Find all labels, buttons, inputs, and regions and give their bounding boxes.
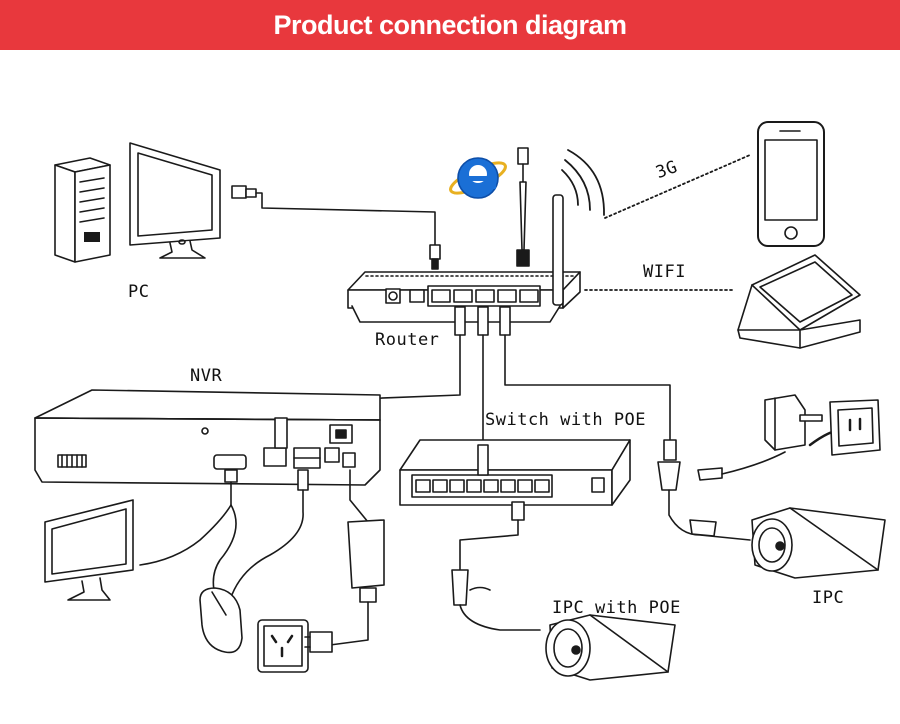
pc-label: PC	[128, 282, 150, 302]
computer-tower-icon	[54, 157, 111, 263]
laptop-icon	[737, 254, 861, 349]
ipc-poe-label: IPC with POE	[552, 598, 681, 618]
switch-label: Switch with POE	[485, 410, 647, 430]
nvr-label: NVR	[190, 366, 223, 386]
monitor-icon	[129, 142, 221, 259]
internet-explorer-icon	[449, 157, 507, 199]
header-banner	[0, 0, 900, 50]
router-label: Router	[375, 330, 440, 350]
smartphone-icon	[757, 121, 825, 247]
camera-icon	[751, 507, 886, 579]
page-title: Product connection diagram	[273, 10, 627, 40]
camera-icon	[545, 614, 676, 681]
power-outlet-icon	[829, 399, 881, 456]
monitor-icon	[44, 499, 134, 601]
power-outlet-icon	[257, 619, 309, 673]
poe-switch-device	[399, 439, 631, 506]
connection-diagram	[34, 121, 886, 681]
nvr-device	[34, 389, 381, 486]
ipc-label: IPC	[812, 588, 845, 608]
mouse-icon	[199, 587, 243, 654]
router-device	[347, 194, 581, 323]
wifi-label: WIFI	[643, 262, 686, 282]
